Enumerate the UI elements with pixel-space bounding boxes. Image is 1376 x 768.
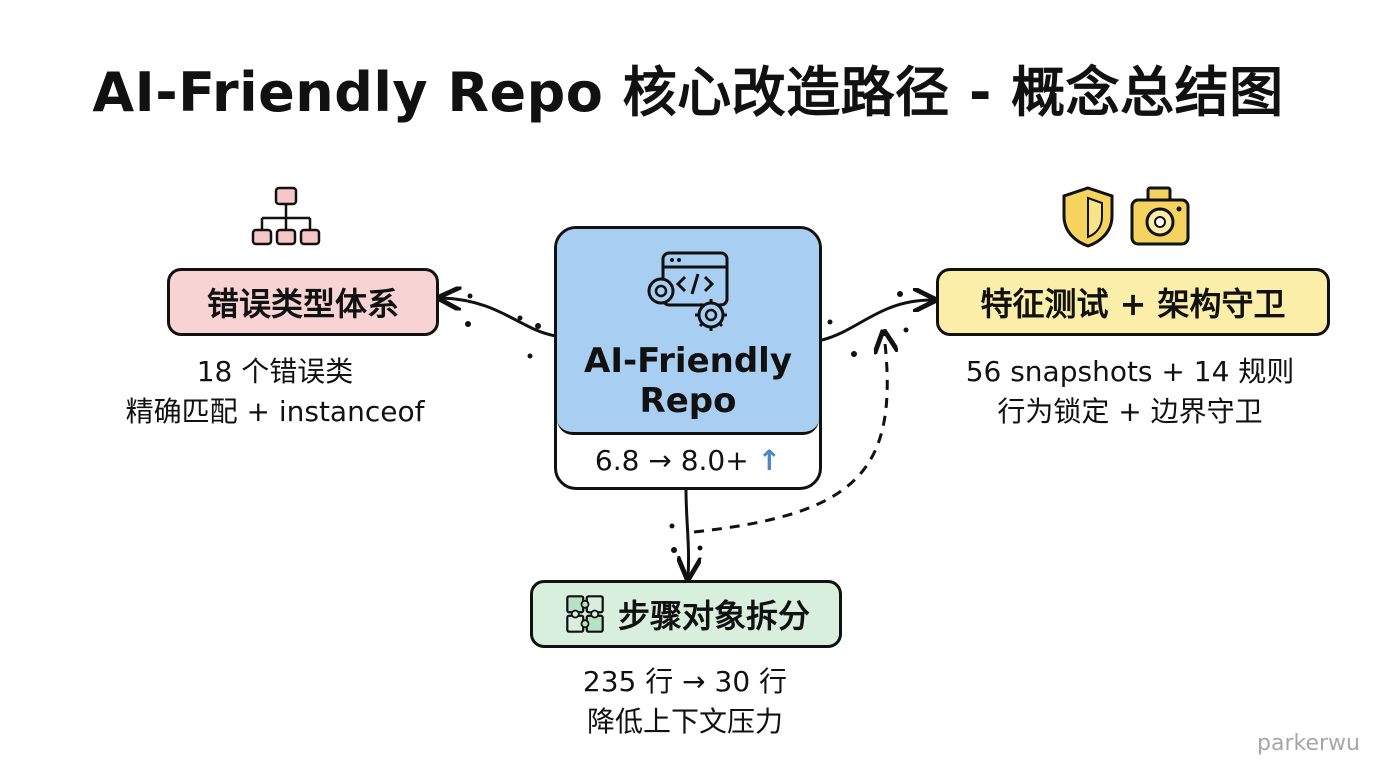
caption-characterization-tests: 56 snapshots + 14 规则 行为锁定 + 边界守卫: [920, 352, 1340, 432]
page-title: AI-Friendly Repo 核心改造路径 - 概念总结图: [92, 61, 1284, 124]
node-step-objects: 步骤对象拆分: [530, 580, 842, 648]
dashed-feedback-arrow: [693, 334, 887, 534]
caption-error-types-line-1: 18 个错误类: [196, 355, 354, 388]
node-characterization-tests: 特征测试 + 架构守卫: [936, 268, 1330, 336]
center-node-metric-value: 6.8 → 8.0+: [594, 444, 749, 477]
shield-icon: [1062, 186, 1114, 248]
center-node-header: AI-Friendly Repo: [557, 229, 819, 435]
caption-step-objects-line-1: 235 行 → 30 行: [582, 665, 788, 698]
center-node-label: AI-Friendly Repo: [584, 341, 792, 421]
arrow-to-error-types: [442, 298, 557, 338]
node-characterization-tests-label: 特征测试 + 架构守卫: [980, 285, 1286, 323]
up-arrow-icon: ↑: [757, 444, 782, 477]
caption-characterization-tests-line-2: 行为锁定 + 边界守卫: [997, 395, 1263, 428]
node-step-objects-label: 步骤对象拆分: [617, 597, 810, 635]
center-node: AI-Friendly Repo 6.8 → 8.0+ ↑: [554, 226, 822, 490]
caption-error-types-line-2: 精确匹配 + instanceof: [125, 395, 425, 428]
arrow-to-step-objects: [686, 489, 689, 576]
caption-step-objects: 235 行 → 30 行 降低上下文压力: [490, 662, 880, 742]
code-gear-icon: [647, 251, 729, 331]
node-error-types-label: 错误类型体系: [206, 285, 399, 323]
center-node-metric: 6.8 → 8.0+ ↑: [557, 441, 819, 481]
puzzle-icon: [566, 595, 604, 633]
node-error-types: 错误类型体系: [167, 268, 439, 336]
hierarchy-icon: [251, 186, 321, 246]
caption-characterization-tests-line-1: 56 snapshots + 14 规则: [965, 355, 1295, 388]
camera-icon: [1130, 186, 1190, 246]
watermark: parkerwu: [1257, 731, 1360, 756]
arrow-to-characterization-tests: [821, 300, 932, 342]
caption-error-types: 18 个错误类 精确匹配 + instanceof: [80, 352, 470, 432]
caption-step-objects-line-2: 降低上下文压力: [586, 705, 783, 738]
